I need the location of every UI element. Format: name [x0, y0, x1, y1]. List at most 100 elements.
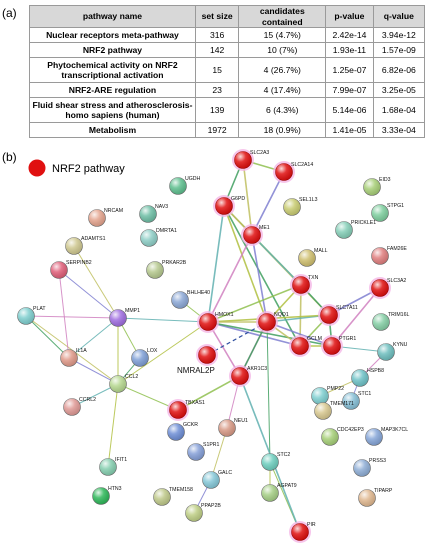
node-tmem158[interactable]: TMEM158 — [153, 487, 194, 506]
node-prkar2b[interactable]: PRKAR2B — [146, 260, 187, 279]
node-plat[interactable]: PLAT — [17, 306, 47, 325]
table-row: Phytochemical activity on NRF2 transcrip… — [29, 57, 426, 83]
node-cdc42ep3[interactable]: CDC42EP3 — [321, 427, 364, 446]
node-stc1[interactable]: STC1 — [342, 391, 372, 410]
node-slc2a3[interactable]: SLC2A3 — [232, 149, 269, 171]
node-ppap2b[interactable]: PPAP2B — [185, 503, 222, 522]
node-adamts1[interactable]: ADAMTS1 — [65, 236, 106, 255]
node-tmem171[interactable]: TMEM171 — [314, 401, 355, 420]
edge-plat-il1a — [25, 315, 70, 359]
edge-txn-hmox1 — [207, 284, 302, 323]
node-shine — [261, 453, 279, 471]
node-shine — [169, 177, 187, 195]
edge-g6pd-hmox1 — [207, 205, 225, 323]
node-shine — [63, 398, 81, 416]
node-prss3[interactable]: PRSS3 — [353, 458, 387, 477]
node-g6pd[interactable]: G6PD — [213, 195, 245, 217]
node-sel1l3[interactable]: SEL1L3 — [283, 197, 318, 216]
node-hspb8[interactable]: HSPB8 — [351, 368, 385, 387]
cell-candidates: 6 (4.3%) — [238, 97, 327, 123]
edge-ccl2-ifit1 — [107, 383, 119, 468]
cell-name: Fluid shear stress and atherosclerosis- … — [29, 97, 196, 123]
node-me1[interactable]: ME1 — [241, 224, 270, 246]
node-label: UGDH — [185, 176, 201, 182]
node-hmox1[interactable]: HMOX1 — [197, 311, 234, 333]
node-tbxas1[interactable]: TBXAS1 — [167, 399, 205, 421]
legend-swatch — [28, 159, 46, 177]
node-agpat9[interactable]: AGPAT9 — [261, 483, 297, 502]
edge-slc2a14-me1 — [251, 171, 285, 236]
node-label: STPG1 — [387, 203, 404, 209]
node-neu1[interactable]: NEU1 — [218, 418, 248, 437]
node-s1pr1[interactable]: S1PR1 — [187, 442, 220, 461]
node-nqo1[interactable]: NQO1 — [256, 311, 289, 333]
node-gckr[interactable]: GCKR — [167, 422, 199, 441]
node-il1a[interactable]: IL1A — [60, 348, 88, 367]
node-ugdh[interactable]: UGDH — [169, 176, 201, 195]
node-shine — [99, 458, 117, 476]
edge-stc2-nqo1 — [266, 321, 271, 463]
node-htn3[interactable]: HTN3 — [92, 486, 122, 505]
node-slc7a11[interactable]: SLC7A11 — [318, 304, 358, 326]
node-label: FAM26E — [387, 246, 407, 252]
node-serpinb2[interactable]: SERPINB2 — [50, 260, 92, 279]
header-pathway-name: pathway name — [29, 5, 196, 28]
node-shine — [353, 459, 371, 477]
node-tiparp[interactable]: TIPARP — [358, 488, 393, 507]
table-row: Metabolism 1972 18 (0.9%) 1.41e-05 3.33e… — [29, 122, 426, 138]
node-shine — [131, 349, 149, 367]
node-label: PRKAR2B — [162, 260, 187, 266]
node-stc2[interactable]: STC2 — [261, 452, 291, 471]
legend: NRF2 pathway — [28, 159, 125, 177]
node-shine — [17, 307, 35, 325]
node-kynu[interactable]: KYNU — [377, 342, 408, 361]
node-shine — [187, 443, 205, 461]
node-pmp22[interactable]: PMP22 — [311, 386, 345, 405]
node-ccrl2[interactable]: CCRL2 — [63, 397, 97, 416]
header-set-size: set size — [194, 5, 240, 28]
node-nmral2p[interactable]: NMRAL2P — [177, 344, 218, 375]
node-slc3a2[interactable]: SLC3A2 — [369, 277, 406, 299]
node-prickle1[interactable]: PRICKLE1 — [335, 220, 377, 239]
node-shine — [311, 387, 329, 405]
node-shine — [371, 279, 389, 297]
node-label: PRSS3 — [369, 458, 386, 464]
node-mall[interactable]: MALL — [298, 248, 328, 267]
node-label: HMOX1 — [215, 312, 234, 318]
node-label: TMEM171 — [330, 401, 354, 407]
node-galc[interactable]: GALC — [202, 470, 233, 489]
node-ifit1[interactable]: IFIT1 — [99, 457, 128, 476]
node-eid3[interactable]: EID3 — [363, 177, 391, 196]
node-nav3[interactable]: NAV3 — [139, 204, 169, 223]
node-slc2a14[interactable]: SLC2A14 — [273, 161, 313, 183]
node-shine — [153, 488, 171, 506]
node-shine — [169, 401, 187, 419]
node-pir[interactable]: PIR — [289, 521, 316, 543]
node-bhlhe40[interactable]: BHLHE40 — [171, 290, 211, 309]
node-akr1c3[interactable]: AKR1C3 — [229, 365, 267, 387]
node-map3k7cl[interactable]: MAP3K7CL — [365, 427, 409, 446]
node-label: SERPINB2 — [66, 260, 92, 266]
node-shine — [323, 337, 341, 355]
node-label: TBXAS1 — [185, 400, 205, 406]
node-txn[interactable]: TXN — [290, 274, 319, 296]
node-stpg1[interactable]: STPG1 — [371, 203, 405, 222]
node-label: NQO1 — [274, 312, 289, 318]
node-dmrta1[interactable]: DMRTA1 — [140, 228, 177, 247]
node-ptgr1[interactable]: PTGR1 — [321, 335, 356, 357]
node-mmp1[interactable]: MMP1 — [109, 308, 141, 327]
table-row: Fluid shear stress and atherosclerosis- … — [29, 97, 426, 123]
node-label: LOX — [147, 348, 158, 354]
node-trim16l[interactable]: TRIM16L — [372, 312, 410, 331]
node-label: SLC3A2 — [387, 278, 406, 284]
node-shine — [320, 306, 338, 324]
node-gclm[interactable]: GCLM — [289, 335, 322, 357]
node-fam26e[interactable]: FAM26E — [371, 246, 408, 265]
node-lox[interactable]: LOX — [131, 348, 158, 367]
node-shine — [65, 237, 83, 255]
edge-hmox1-ptgr1 — [207, 321, 333, 347]
edge-hmox1-gclm — [207, 321, 301, 347]
node-nrcam[interactable]: NRCAM — [88, 208, 124, 227]
node-ccl2[interactable]: CCL2 — [109, 374, 139, 393]
